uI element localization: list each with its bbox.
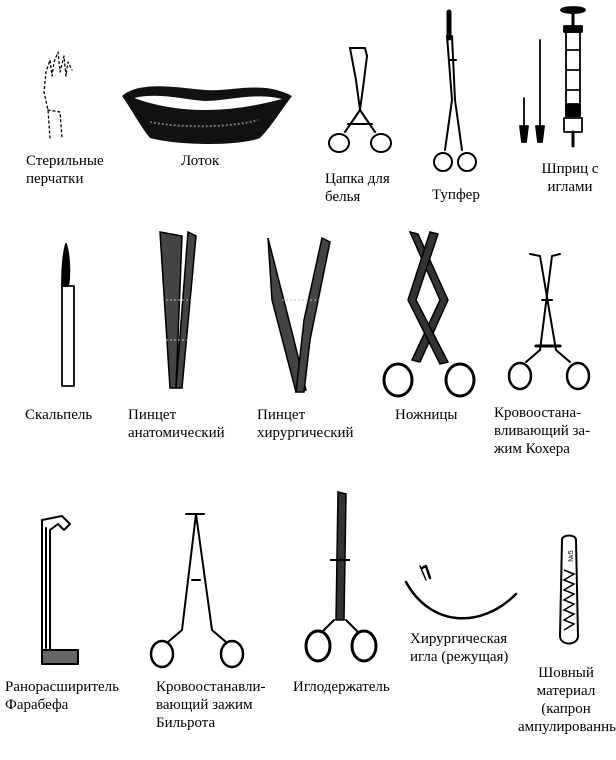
kocher-clamp-icon: [507, 253, 591, 391]
label-tupfer: Тупфер: [432, 187, 480, 203]
label-needle-holder: Иглодержатель: [293, 679, 390, 695]
anatomical-forceps-icon: [159, 230, 197, 389]
label-tray: Лоток: [181, 153, 220, 169]
scalpel-icon: [61, 243, 75, 387]
label-towel-clamp: Цапка для белья: [325, 171, 390, 205]
billroth-clamp-icon: [149, 513, 245, 669]
tray-icon: [122, 86, 292, 144]
label-syringe: Шприц с иглами: [541, 161, 599, 195]
label-sterile-gloves: Стерильные перчатки: [26, 153, 104, 187]
label-surgical-needle: Хирургическая игла (режущая): [410, 631, 509, 665]
scissors-icon: [382, 230, 476, 398]
label-suture: Шовный материал (капрон ампулированный): [518, 665, 616, 735]
tupfer-icon: [433, 9, 477, 172]
suture-ampoule-icon: №5: [558, 534, 580, 645]
label-anatomical-forceps: Пинцет анатомический: [128, 407, 225, 441]
label-scalpel: Скальпель: [25, 407, 93, 423]
syringe-icon: [519, 6, 586, 148]
label-retractor: Ранорасширитель Фарабефа: [5, 679, 119, 713]
surgical-forceps-icon: [267, 236, 331, 393]
needle-holder-icon: [304, 491, 378, 663]
ampoule-mark: №5: [568, 550, 575, 562]
sterile-gloves-icon: [43, 51, 73, 139]
label-surgical-forceps: Пинцет хирургический: [257, 407, 354, 441]
label-scissors: Ножницы: [395, 407, 458, 423]
retractor-icon: [41, 515, 79, 665]
towel-clamp-icon: [328, 47, 392, 153]
label-kocher-clamp: Кровоостана- вливающий за- жим Кохера: [494, 405, 591, 457]
label-billroth-clamp: Кровоостанавли- вающий зажим Бильрота: [156, 679, 266, 731]
surgical-needle-icon: [404, 564, 518, 620]
